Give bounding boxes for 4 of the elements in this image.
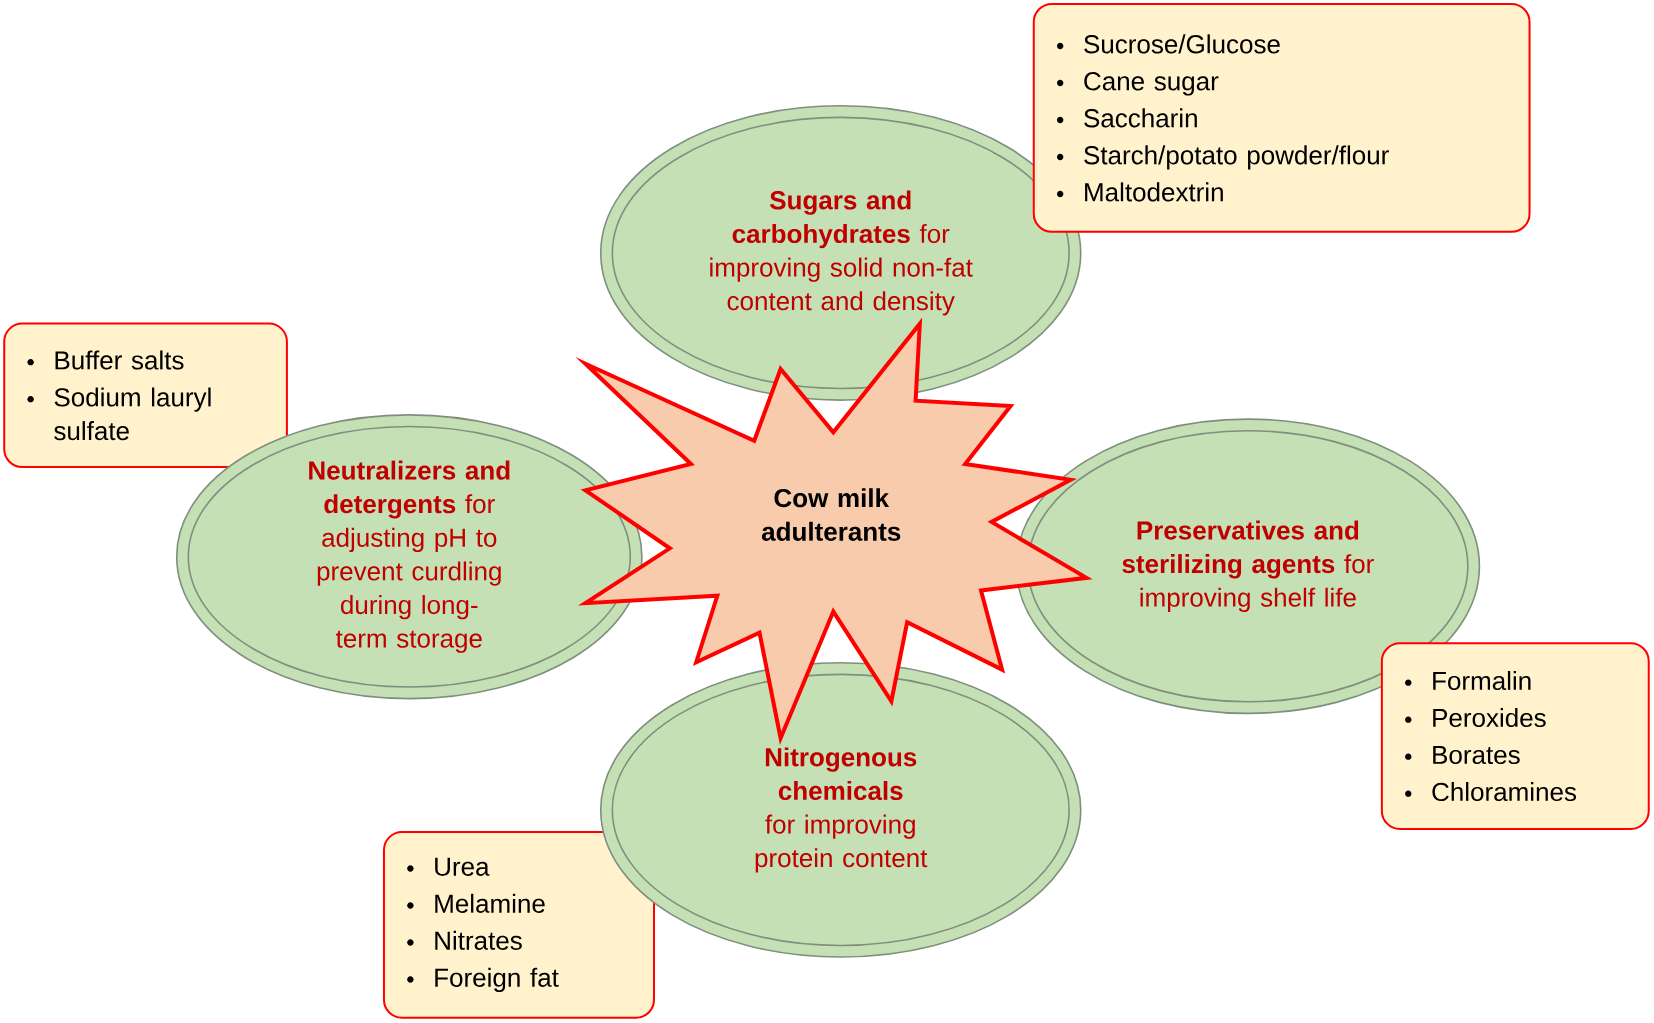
list-box: Sucrose/Glucose Cane sugar Saccharin Starch/potato powder/flour Maltodextrin [1032,3,1531,233]
list-box: Urea Melamine Nitrates Foreign fat [382,831,655,1019]
list-box: Formalin Peroxides Borates Chloramines [1380,642,1650,830]
list-box: Buffer salts Sodium lauryl sulfate [3,322,288,469]
